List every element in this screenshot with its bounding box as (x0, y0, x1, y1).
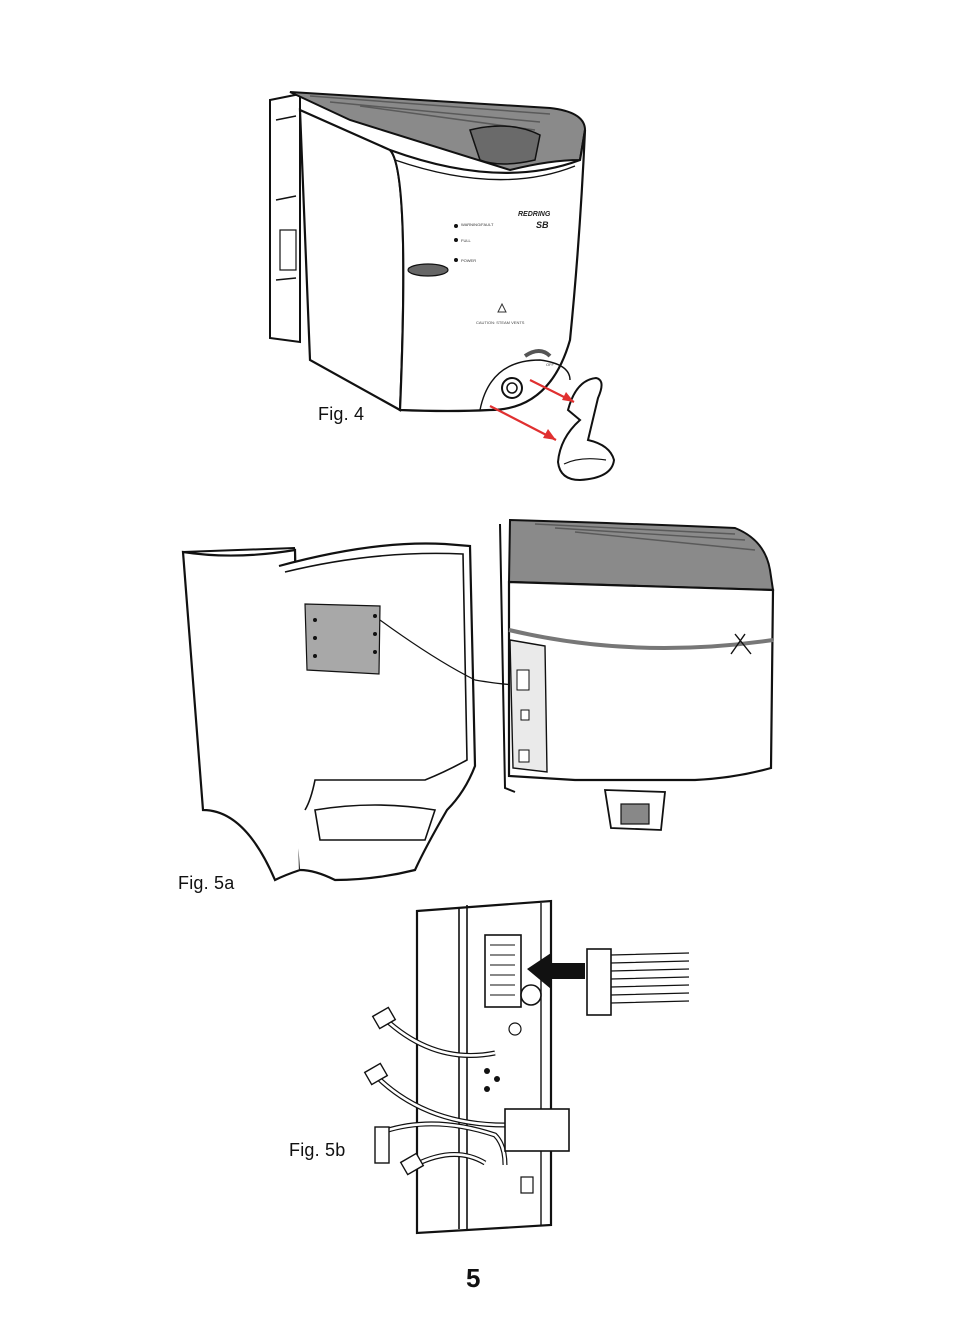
scale-hint-label: OFF (546, 362, 555, 367)
caution-label: CAUTION: STEAM VENTS (476, 320, 525, 325)
indicator-label-1: WARNING/FAULT (461, 222, 494, 227)
fig5b-illustration (363, 899, 690, 1235)
arrow-icon (489, 379, 575, 441)
fig4-caption: Fig. 4 (318, 404, 365, 424)
insert-arrow-icon (527, 953, 585, 989)
model-label: SB (536, 220, 549, 230)
indicator-label-3: POWER (461, 258, 476, 263)
fig5a-illustration (181, 518, 775, 882)
fig4-illustration: WARNING/FAULT FULL POWER REDRING SB CAUT… (269, 91, 616, 482)
indicator-label-2: FULL (461, 238, 472, 243)
fig5b-caption: Fig. 5b (289, 1140, 346, 1160)
brand-label: REDRING (518, 211, 551, 218)
fig5a-caption: Fig. 5a (178, 873, 235, 893)
page-number: 5 (466, 1263, 481, 1293)
